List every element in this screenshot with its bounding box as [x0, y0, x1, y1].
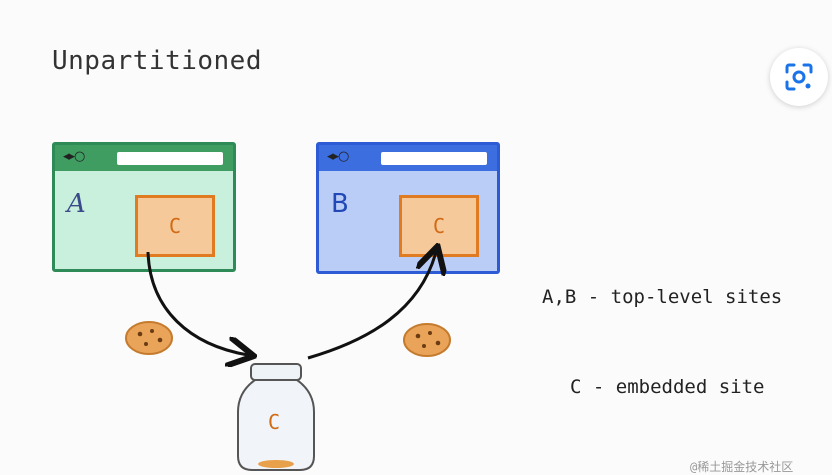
browser-window-b: ◂▸○ B C [316, 142, 500, 274]
embedded-frame-c: C [135, 195, 215, 257]
window-titlebar: ◂▸○ [55, 145, 233, 171]
cookie-jar-icon [237, 363, 315, 471]
window-titlebar: ◂▸○ [319, 145, 497, 171]
cookie-icon [125, 321, 173, 355]
arrow-from-jar [307, 252, 436, 360]
url-bar [381, 152, 487, 165]
nav-arrows-icon: ◂▸○ [63, 149, 85, 164]
jar-label: C [268, 410, 281, 434]
url-bar [117, 152, 223, 165]
embedded-label: C [168, 214, 182, 238]
nav-arrows-icon: ◂▸○ [327, 149, 349, 164]
cookie-icon [403, 323, 451, 357]
diagram-title: Unpartitioned [52, 46, 262, 76]
site-label-a: A [67, 189, 86, 219]
legend-line-embedded: C - embedded site [570, 376, 765, 398]
legend-line-top-level: A,B - top-level sites [542, 286, 783, 308]
legend: A,B - top-level sites C - embedded site [542, 222, 782, 432]
lens-search-button[interactable] [770, 48, 828, 106]
lens-icon [785, 63, 813, 91]
arrow-to-jar [146, 251, 248, 355]
browser-window-a: ◂▸○ A C [52, 142, 236, 272]
embedded-label: C [432, 214, 446, 238]
watermark: @稀土掘金技术社区 [690, 460, 794, 474]
site-label-b: B [331, 189, 349, 219]
